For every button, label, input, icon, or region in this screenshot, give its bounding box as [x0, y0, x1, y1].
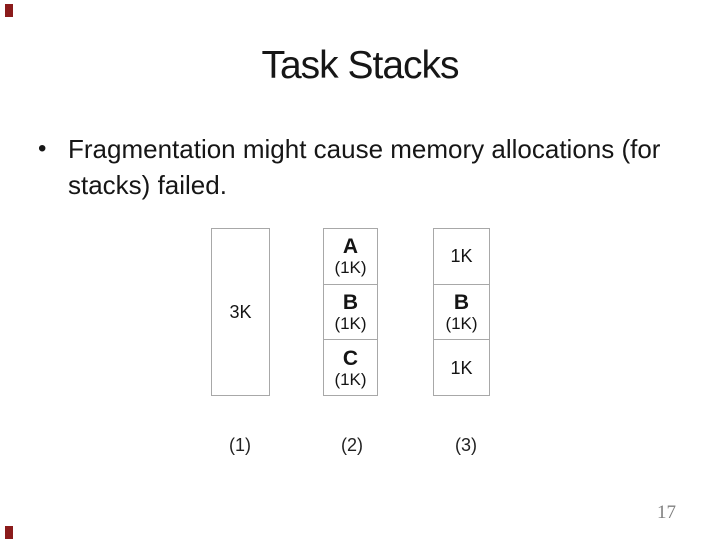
caption-2: (2) — [341, 435, 363, 455]
stack-column-3: 1K B (1K) 1K — [433, 228, 490, 396]
memory-block-b-remaining: B (1K) — [434, 283, 489, 340]
block-label: 1K — [450, 357, 473, 378]
block-letter: C — [342, 346, 359, 370]
block-letter: B — [342, 291, 359, 314]
block-size: (1K) — [445, 314, 478, 333]
memory-block-free-bottom: 1K — [434, 339, 489, 395]
bullet-text: Fragmentation might cause memory allocat… — [68, 131, 660, 203]
block-label: 1K — [450, 246, 473, 267]
page-number: 17 — [657, 502, 676, 523]
caption-3: (3) — [455, 435, 477, 455]
memory-block-a: A (1K) — [324, 229, 377, 284]
bullet-marker: • — [38, 135, 47, 162]
block-letter: A — [342, 235, 359, 259]
memory-block-free-top: 1K — [434, 229, 489, 284]
stack-column-1: 3K — [211, 228, 270, 396]
bullet-line-2: stacks) failed. — [68, 170, 227, 200]
memory-block-b: B (1K) — [324, 283, 377, 340]
block-size: (1K) — [334, 314, 367, 333]
corner-mark-bottom-left — [5, 526, 13, 539]
caption-1: (1) — [229, 435, 251, 455]
bullet-item: • Fragmentation might cause memory alloc… — [38, 131, 704, 203]
stack-column-2: A (1K) B (1K) C (1K) — [323, 228, 378, 396]
corner-mark-top-left — [5, 4, 13, 17]
bullet-line-1: Fragmentation might cause memory allocat… — [68, 134, 661, 164]
memory-block-c: C (1K) — [324, 339, 377, 395]
block-size: (1K) — [334, 369, 367, 389]
block-letter: B — [453, 291, 470, 314]
block-label: 3K — [229, 302, 252, 322]
slide-title: Task Stacks — [261, 44, 459, 87]
block-size: (1K) — [334, 258, 367, 278]
memory-block-free-3k: 3K — [212, 229, 269, 395]
